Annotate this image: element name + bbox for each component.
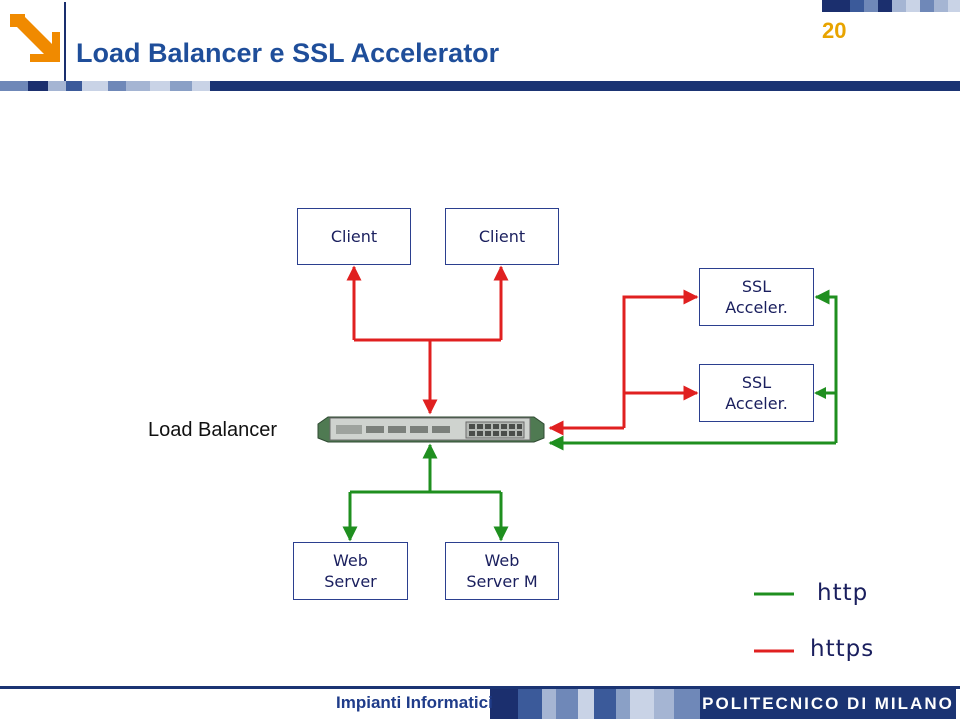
ssl-label-line1: SSL bbox=[741, 373, 772, 392]
web-server-label-line1: Web bbox=[484, 551, 520, 570]
polimi-arrow-logo-icon bbox=[10, 14, 60, 62]
network-switch-icon bbox=[317, 416, 545, 443]
web-server-label-line2: Server M bbox=[466, 572, 538, 591]
legend-swatches bbox=[754, 592, 794, 653]
ssl-accelerator-box-2: SSL Acceler. bbox=[699, 364, 814, 422]
ssl-label-line2: Acceler. bbox=[725, 394, 788, 413]
ssl-label-line2: Acceler. bbox=[725, 298, 788, 317]
footer-institution-logo: POLITECNICO DI MILANO bbox=[700, 689, 956, 719]
web-server-label-line2: Server bbox=[324, 572, 377, 591]
http-server-links bbox=[342, 443, 509, 542]
footer-stripes bbox=[0, 686, 960, 719]
polimi-logo bbox=[10, 14, 60, 71]
page-title: Load Balancer e SSL Accelerator bbox=[76, 38, 500, 68]
footer-course-title: Impianti Informatici bbox=[336, 693, 493, 712]
web-server-label-line1: Web bbox=[333, 551, 368, 570]
page-number: 20 bbox=[822, 18, 847, 43]
header-stripes bbox=[0, 0, 960, 91]
ssl-accelerator-box-1: SSL Acceler. bbox=[699, 268, 814, 326]
client-box-2: Client bbox=[445, 208, 559, 265]
client-label: Client bbox=[330, 227, 378, 246]
legend-https-label: https bbox=[810, 636, 875, 662]
web-server-box-1: Web Server bbox=[293, 542, 408, 600]
load-balancer-label: Load Balancer bbox=[148, 419, 277, 441]
https-ssl-links bbox=[548, 289, 699, 436]
client-label: Client bbox=[478, 227, 526, 246]
ssl-label-line1: SSL bbox=[741, 277, 772, 296]
client-box-1: Client bbox=[297, 208, 411, 265]
web-server-box-2: Web Server M bbox=[445, 542, 559, 600]
legend-http-label: http bbox=[817, 580, 869, 606]
https-client-links bbox=[346, 265, 509, 415]
header-divider bbox=[64, 2, 66, 82]
